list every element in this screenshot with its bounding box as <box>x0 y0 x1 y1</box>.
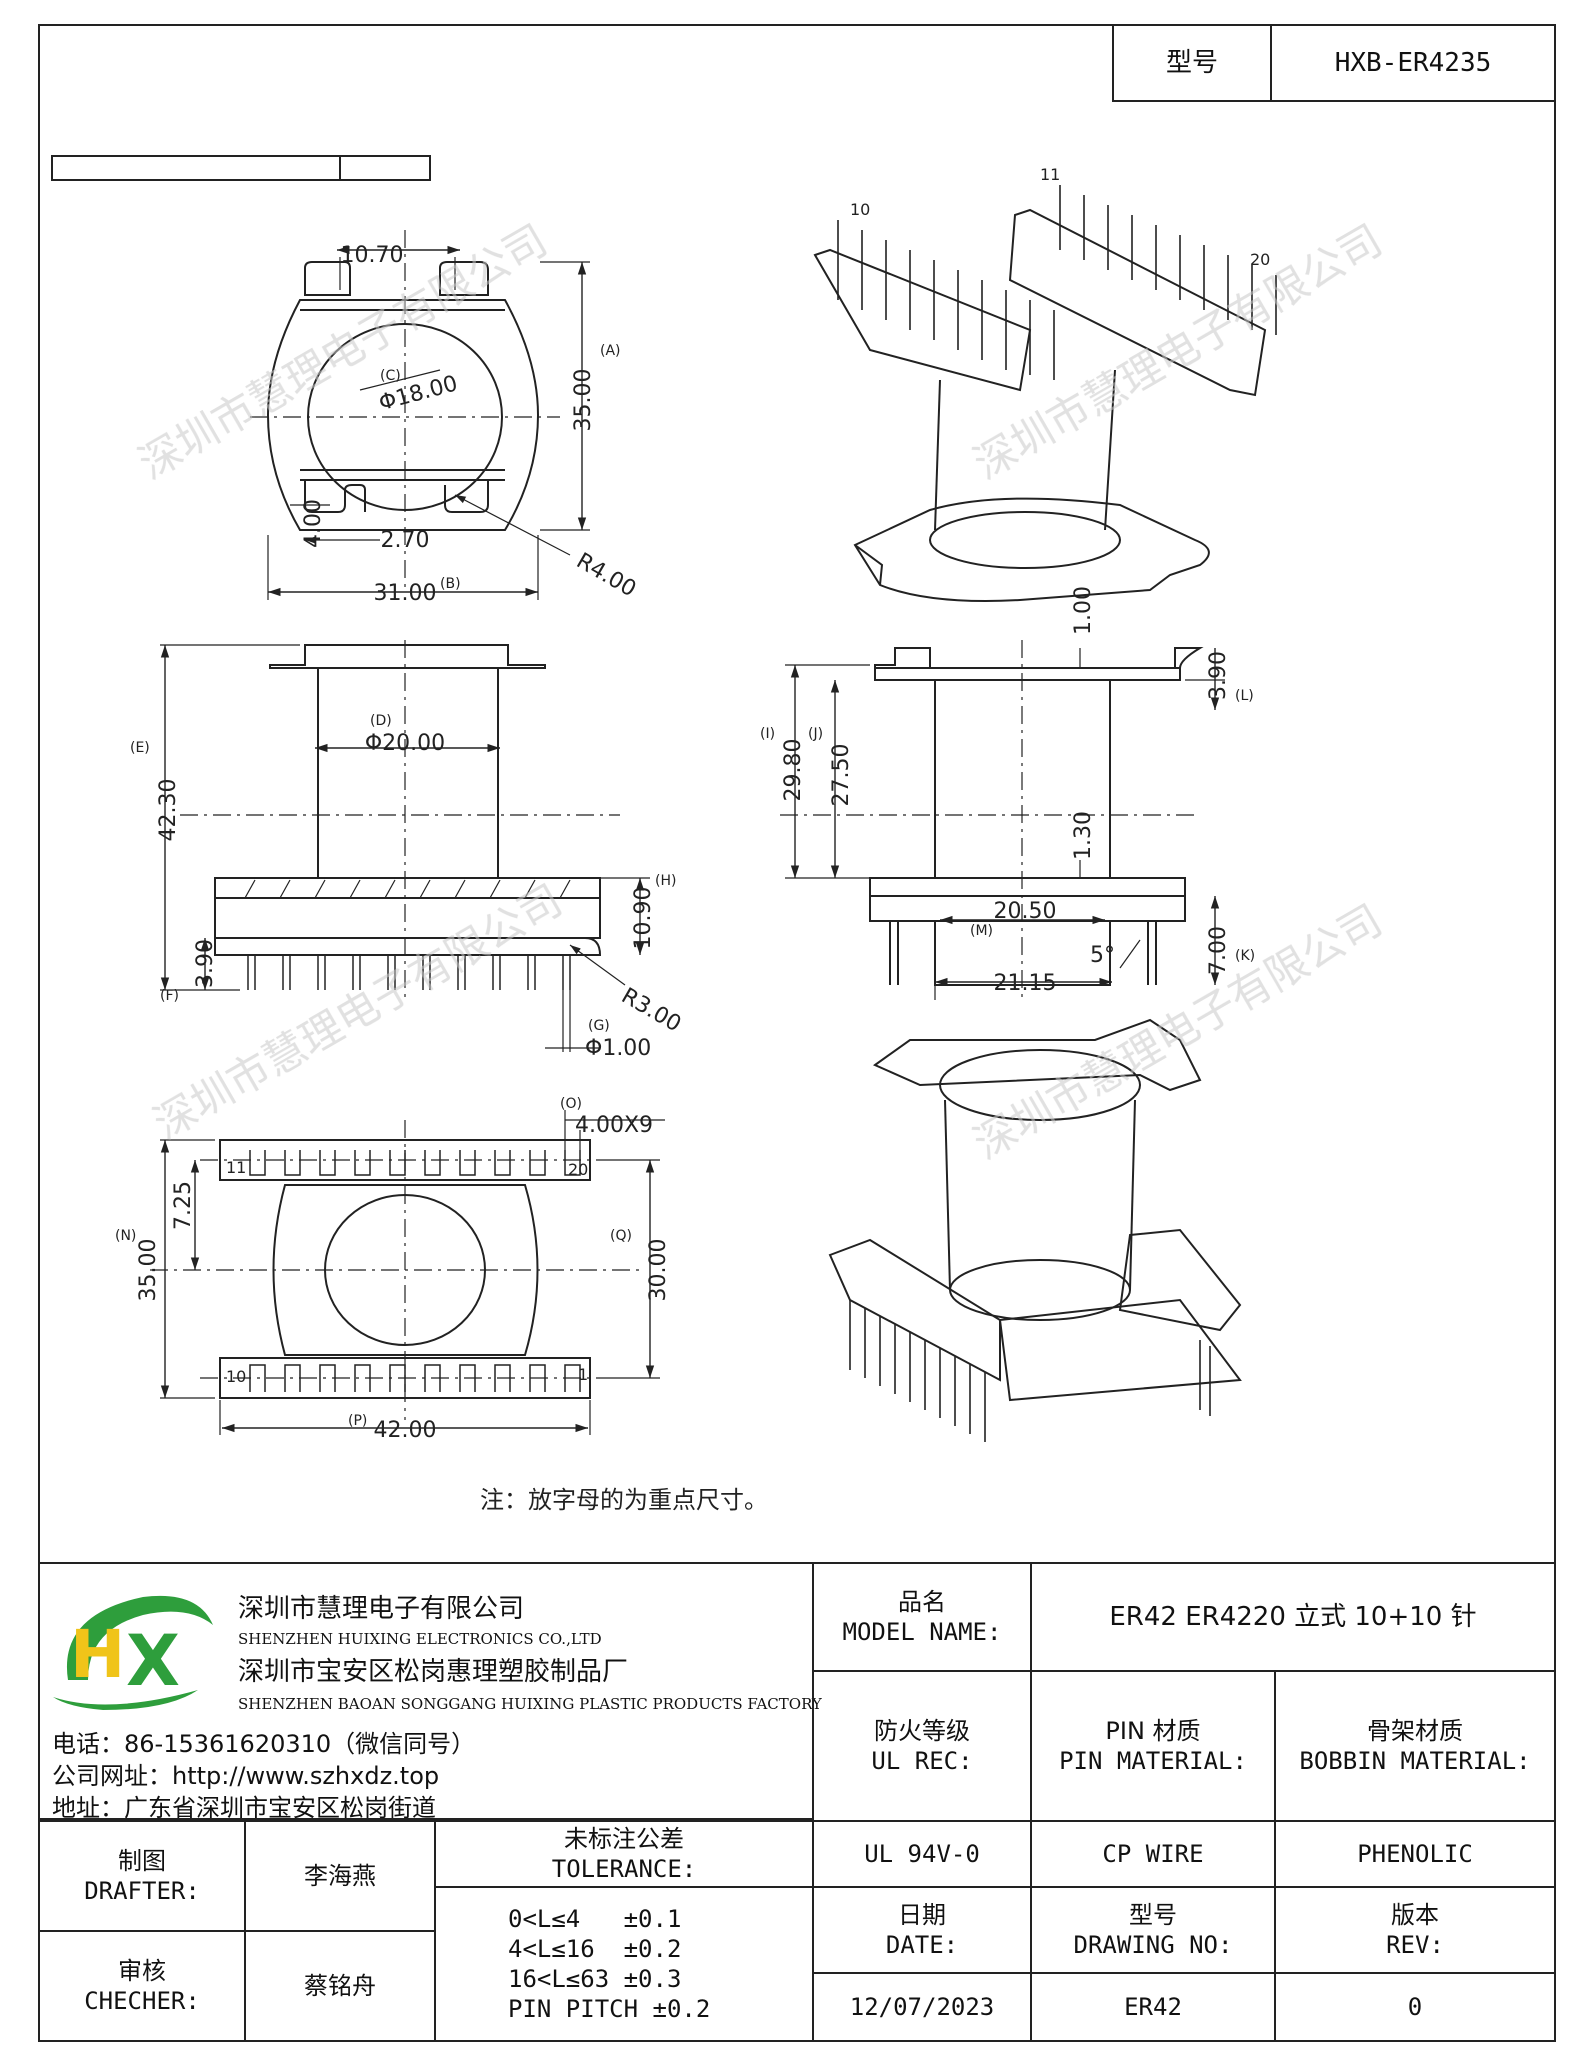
dim-bottom-p: 42.00 <box>374 1418 437 1443</box>
bottom-view <box>150 1110 665 1435</box>
drawing-no-value: ER42 <box>1030 1972 1276 2042</box>
dim-bottom-q: 30.00 <box>646 1239 671 1302</box>
tag-c: (C) <box>380 368 401 384</box>
tag-l: (L) <box>1235 688 1254 704</box>
dim-top-height: 35.00 <box>571 369 596 432</box>
tag-q: (Q) <box>610 1228 632 1244</box>
tag-p: (P) <box>348 1413 367 1429</box>
watermark-3: 深圳市慧理电子有限公司 <box>146 875 571 1148</box>
tag-e: (E) <box>130 740 150 756</box>
dim-bottom-pitch: 4.00X9 <box>575 1113 653 1138</box>
header-type-value: HXB-ER4235 <box>1270 24 1556 102</box>
pin-material-value: CP WIRE <box>1030 1820 1276 1888</box>
tag-n: (N) <box>115 1228 136 1244</box>
tag-o: (O) <box>560 1096 582 1112</box>
dim-top-w: 31.00 <box>374 581 437 606</box>
tag-d: (D) <box>370 713 392 729</box>
svg-text:X: X <box>126 1620 180 1702</box>
tag-j: (J) <box>808 726 823 742</box>
dim-slot-w: 2.70 <box>381 528 430 553</box>
iso-pin-10: 10 <box>850 200 870 219</box>
front-view <box>780 640 1225 1000</box>
watermark-4: 深圳市慧理电子有限公司 <box>966 895 1391 1168</box>
company-web: 公司网址：http://www.szhxdz.top <box>52 1762 440 1790</box>
title-block <box>38 1562 1556 2044</box>
dim-slot-h: 4.00 <box>301 499 326 548</box>
pin-label-10: 10 <box>226 1367 246 1386</box>
tolerance-values: 0<L≤4 ±0.1 4<L≤16 ±0.2 16<L≤63 ±0.3 PIN … <box>434 1886 814 2042</box>
iso-pin-11: 11 <box>1040 165 1060 184</box>
dim-bottom-off: 7.25 <box>171 1181 196 1230</box>
dim-side-pin-dia: Φ1.00 <box>585 1036 651 1061</box>
company-phone: 电话：86-15361620310（微信同号） <box>52 1730 476 1758</box>
iso-pin-20: 20 <box>1250 250 1270 269</box>
dim-side-pin: 3.90 <box>193 939 218 988</box>
dim-front-m: 20.50 <box>994 899 1057 924</box>
pin-label-20: 20 <box>568 1160 588 1179</box>
tag-f: (F) <box>160 988 179 1004</box>
bobbin-material-value: PHENOLIC <box>1274 1820 1556 1888</box>
company-name-cn: 深圳市慧理电子有限公司 <box>238 1594 525 1624</box>
drawing-note: 注：放字母的为重点尺寸。 <box>480 1486 768 1514</box>
company-divider <box>38 1818 814 1820</box>
tag-b: (B) <box>440 576 461 592</box>
tag-a: (A) <box>600 343 621 359</box>
iso-view-bottom <box>828 1018 1242 1442</box>
rev-value: 0 <box>1274 1972 1556 2042</box>
dim-front-top: 1.00 <box>1071 586 1096 635</box>
svg-text:H: H <box>70 1616 125 1693</box>
tag-h: (H) <box>655 873 676 889</box>
title-bar-box <box>51 155 431 181</box>
dim-top-width: 10.70 <box>341 243 404 268</box>
company-logo: H X <box>48 1585 218 1715</box>
dim-side-r: R3.00 <box>617 984 685 1038</box>
top-view <box>250 230 590 600</box>
dim-front-mid: 1.30 <box>1071 811 1096 860</box>
fire-value: UL 94V-0 <box>812 1820 1032 1888</box>
dim-front-angle: 5° <box>1090 943 1115 968</box>
dim-side-h: 42.30 <box>156 779 181 842</box>
factory-name-en: SHENZHEN BAOAN SONGGANG HUIXING PLASTIC … <box>238 1695 822 1713</box>
model-value: ER42 ER4220 立式 10+10 针 <box>1030 1562 1556 1672</box>
company-addr: 地址：广东省深圳市宝安区松岗街道 <box>52 1794 436 1822</box>
dim-front-w: 21.15 <box>994 971 1057 996</box>
factory-name-cn: 深圳市宝安区松岗惠理塑胶制品厂 <box>238 1657 629 1687</box>
dim-bottom-n: 35.00 <box>136 1239 161 1302</box>
pin-label-1: 1 <box>578 1365 588 1384</box>
tag-k: (K) <box>1235 948 1255 964</box>
watermark-2: 深圳市慧理电子有限公司 <box>966 215 1391 488</box>
side-view <box>160 640 650 1052</box>
dim-front-l: 3.90 <box>1206 651 1231 700</box>
drafter-name: 李海燕 <box>244 1820 436 1932</box>
dim-front-i: 29.80 <box>781 739 806 802</box>
tag-m: (M) <box>970 923 993 939</box>
dim-top-r: R4.00 <box>572 549 640 603</box>
date-value: 12/07/2023 <box>812 1972 1032 2042</box>
dim-side-dia: Φ20.00 <box>365 731 445 756</box>
tag-g: (G) <box>588 1018 610 1034</box>
dim-front-k: 7.00 <box>1206 926 1231 975</box>
tag-i: (I) <box>760 726 775 742</box>
pin-label-11: 11 <box>226 1158 246 1177</box>
iso-view-top <box>813 185 1277 602</box>
company-name-en: SHENZHEN HUIXING ELECTRONICS CO.,LTD <box>238 1630 602 1648</box>
checker-name: 蔡铭舟 <box>244 1930 436 2042</box>
dim-side-base: 10.90 <box>631 887 656 950</box>
technical-drawing: 10.70 35.00 (A) (C) Φ18.00 4.00 2.70 R4.… <box>51 155 1391 1514</box>
dim-front-j: 27.50 <box>829 744 854 807</box>
